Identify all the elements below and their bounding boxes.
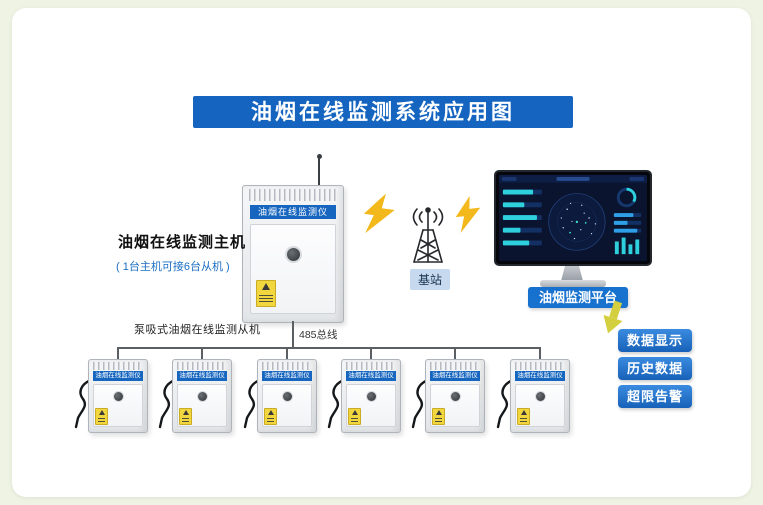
main-unit-note: ( 1台主机可接6台从机 ) (116, 261, 230, 273)
dashboard-graphics (499, 175, 647, 261)
down-arrow-icon (603, 300, 623, 334)
bus-drop-line-main (292, 321, 294, 347)
warning-sticker (256, 280, 276, 307)
bus-drop-line (454, 347, 456, 359)
vent-grille (177, 362, 227, 370)
slave-cabinet: 油烟在线监测仪 (510, 359, 570, 433)
sensor-dot (535, 391, 546, 402)
sensor-dot (450, 391, 461, 402)
lightning-icon (363, 193, 395, 234)
sensor-dot (113, 391, 124, 402)
main-monitor-device: 油烟在线监测仪 (242, 154, 344, 323)
warning-sticker (348, 408, 361, 425)
slave-cabinet: 油烟在线监测仪 (425, 359, 485, 433)
sensor-dot (366, 391, 377, 402)
sampling-hose-icon (74, 376, 99, 429)
bus-drop-line (286, 347, 288, 359)
warning-sticker (179, 408, 192, 425)
sampling-hose-icon (327, 376, 352, 429)
bus-label: 485总线 (299, 329, 338, 341)
sampling-hose-icon (243, 376, 268, 429)
bus-line-horizontal (117, 347, 539, 349)
slave-device-4: 油烟在线监测仪 (327, 352, 401, 438)
sampling-hose-icon (158, 376, 183, 429)
vent-grille (249, 189, 337, 201)
warning-sticker (95, 408, 108, 425)
warning-sticker (432, 408, 445, 425)
sensor-dot (282, 391, 293, 402)
device-strip-label: 油烟在线监测仪 (93, 371, 143, 381)
action-history-data: 历史数据 (618, 357, 692, 380)
device-strip-label: 油烟在线监测仪 (515, 371, 565, 381)
main-unit-name: 油烟在线监测主机 (118, 234, 247, 251)
slave-cabinet: 油烟在线监测仪 (88, 359, 148, 433)
base-station-label: 基站 (410, 269, 451, 290)
warning-sticker (264, 408, 277, 425)
bus-drop-line (539, 347, 541, 359)
bus-drop-line (370, 347, 372, 359)
vent-grille (515, 362, 565, 370)
monitor-stand (561, 266, 583, 281)
slave-device-2: 油烟在线监测仪 (158, 352, 232, 438)
slave-device-5: 油烟在线监测仪 (411, 352, 485, 438)
sensor-dot (285, 246, 302, 263)
platform-monitor (494, 170, 652, 266)
slave-device-3: 油烟在线监测仪 (243, 352, 317, 438)
slave-cabinet: 油烟在线监测仪 (257, 359, 317, 433)
vent-grille (262, 362, 312, 370)
dashboard-screen (499, 175, 647, 261)
monitor-base (540, 280, 606, 287)
slave-row-label: 泵吸式油烟在线监测从机 (134, 324, 261, 336)
device-strip-label: 油烟在线监测仪 (177, 371, 227, 381)
slave-cabinet: 油烟在线监测仪 (172, 359, 232, 433)
vent-grille (93, 362, 143, 370)
sampling-hose-icon (411, 376, 436, 429)
bus-drop-line (201, 347, 203, 359)
slave-device-6: 油烟在线监测仪 (496, 352, 570, 438)
device-strip-label: 油烟在线监测仪 (346, 371, 396, 381)
main-cabinet: 油烟在线监测仪 (242, 185, 344, 323)
device-strip-label: 油烟在线监测仪 (262, 371, 312, 381)
antenna-icon (316, 154, 322, 186)
lightning-icon (455, 195, 481, 233)
action-data-display: 数据显示 (618, 329, 692, 352)
bus-drop-line (117, 347, 119, 359)
vent-grille (430, 362, 480, 370)
device-strip-label: 油烟在线监测仪 (430, 371, 480, 381)
sensor-dot (197, 391, 208, 402)
slave-device-1: 油烟在线监测仪 (74, 352, 148, 438)
device-strip-label: 油烟在线监测仪 (250, 205, 336, 219)
base-station-icon (412, 207, 444, 263)
platform-label: 油烟监测平台 (528, 287, 628, 308)
sampling-hose-icon (496, 376, 521, 429)
slave-cabinet: 油烟在线监测仪 (341, 359, 401, 433)
warning-sticker (517, 408, 530, 425)
action-over-limit-alarm: 超限告警 (618, 385, 692, 408)
vent-grille (346, 362, 396, 370)
diagram-title: 油烟在线监测系统应用图 (193, 96, 573, 128)
